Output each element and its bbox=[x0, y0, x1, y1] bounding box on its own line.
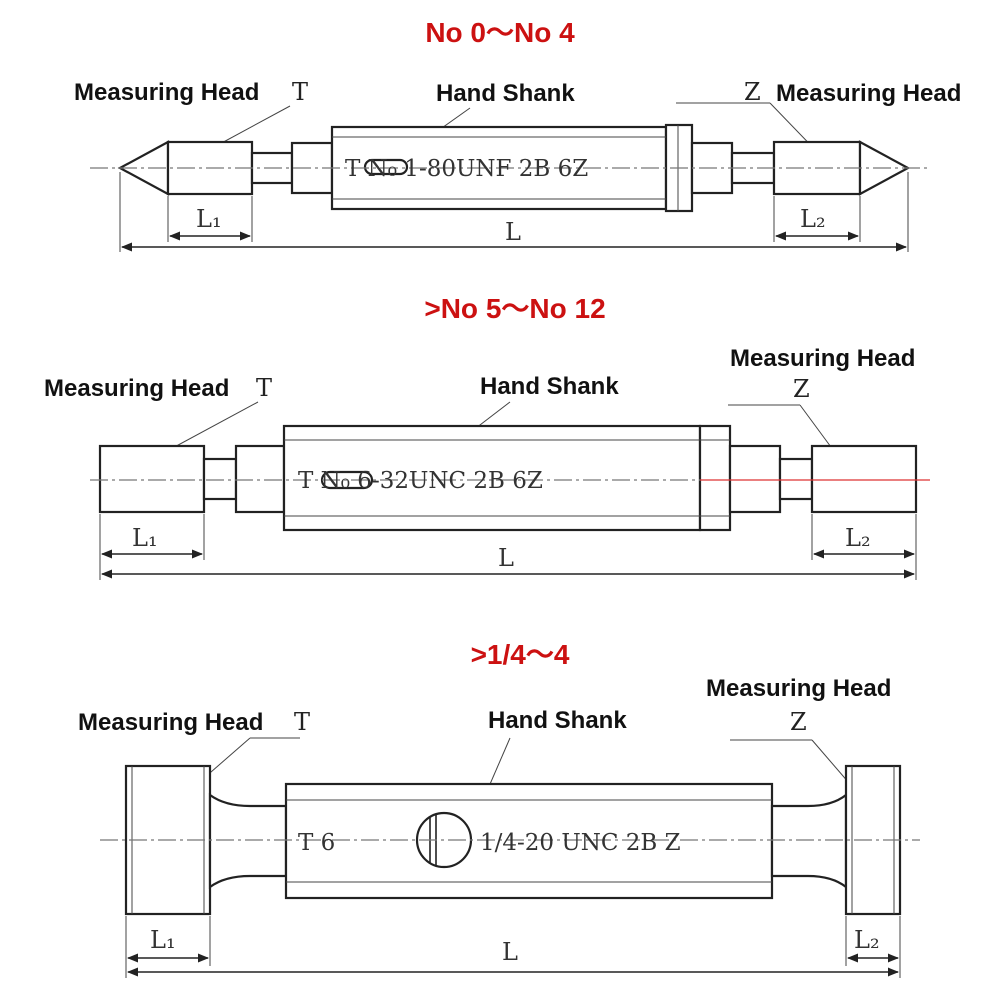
section-no0-no4: No 0～No 4 Measuring Head T Hand Shank Z … bbox=[74, 17, 961, 252]
right-head-mark: Z bbox=[793, 375, 810, 403]
dimension-l2: L₂ bbox=[800, 205, 826, 233]
dimension-lines bbox=[119, 172, 909, 252]
left-head-mark: T bbox=[294, 708, 310, 736]
gauge-drawing bbox=[100, 764, 920, 916]
left-head-mark: T bbox=[292, 78, 308, 106]
section-no5-no12: >No 5～No 12 Measuring Head Measuring Hea… bbox=[44, 293, 930, 580]
section-quarter-to-4: >1/4～4 Measuring Head Measuring Head T H… bbox=[78, 639, 920, 978]
shank-engraving: T N₀ 1-80UNF 2B 6Z bbox=[345, 156, 588, 182]
right-head-mark: Z bbox=[744, 78, 761, 106]
right-measuring-head-label: Measuring Head bbox=[706, 675, 891, 702]
left-measuring-head-label: Measuring Head bbox=[44, 375, 229, 402]
left-head-mark: T bbox=[256, 374, 272, 402]
section-title: >1/4～4 bbox=[471, 639, 570, 670]
dimension-l2: L₂ bbox=[854, 926, 880, 954]
dimension-l1: L₁ bbox=[196, 205, 222, 233]
dimension-l: L bbox=[498, 544, 514, 572]
dimension-l1: L₁ bbox=[132, 524, 158, 552]
dimension-l: L bbox=[505, 218, 521, 246]
hand-shank-label: Hand Shank bbox=[488, 707, 627, 734]
right-measuring-head-label: Measuring Head bbox=[776, 80, 961, 107]
dimension-l1: L₁ bbox=[150, 926, 176, 954]
dimension-lines bbox=[99, 514, 917, 580]
right-head-mark: Z bbox=[790, 708, 807, 736]
section-title: No 0～No 4 bbox=[425, 17, 575, 48]
section-title: >No 5～No 12 bbox=[424, 293, 605, 324]
hand-shank-label: Hand Shank bbox=[480, 373, 619, 400]
right-measuring-head-label: Measuring Head bbox=[730, 345, 915, 372]
shank-engraving-right: 1/4-20 UNC 2B Z bbox=[480, 830, 681, 856]
gauge-drawing bbox=[90, 424, 930, 532]
dimension-lines bbox=[125, 916, 901, 978]
shank-engraving: T N₀ 6-32UNC 2B 6Z bbox=[298, 468, 543, 494]
hand-shank-label: Hand Shank bbox=[436, 80, 575, 107]
dimension-l2: L₂ bbox=[845, 524, 871, 552]
left-measuring-head-label: Measuring Head bbox=[78, 709, 263, 736]
gauge-drawing bbox=[90, 123, 930, 213]
dimension-l: L bbox=[502, 938, 518, 966]
left-measuring-head-label: Measuring Head bbox=[74, 79, 259, 106]
shank-engraving-left: T 6 bbox=[298, 830, 335, 856]
